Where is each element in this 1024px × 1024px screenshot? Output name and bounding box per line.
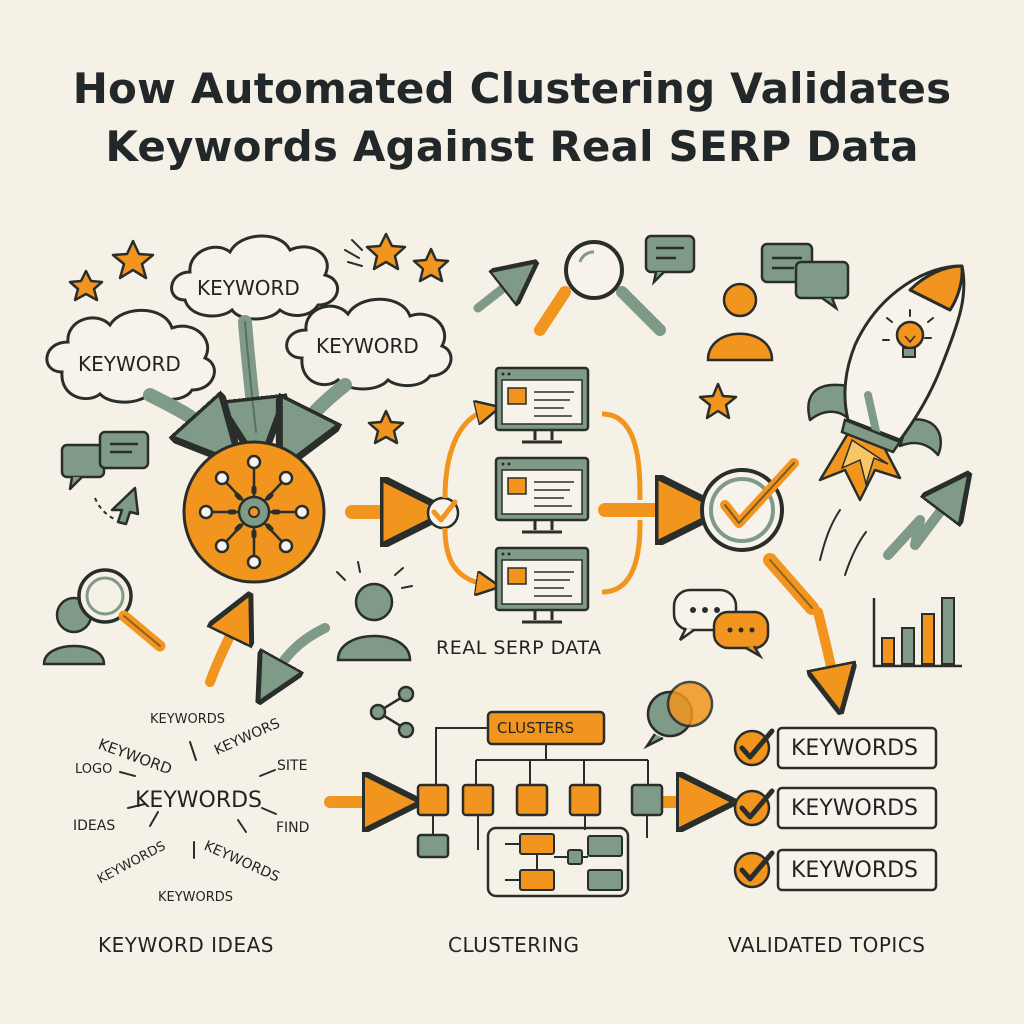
caption-clustering: CLUSTERING: [448, 933, 580, 957]
zigzag-arrow-icon: [883, 492, 955, 560]
monitor-icon: [494, 456, 590, 534]
star-icon: [68, 269, 104, 302]
chat-bubble-icon: [760, 242, 850, 312]
cloud-icon: [45, 308, 216, 404]
cloud-label: KEYWORD: [316, 334, 419, 358]
star-icon: [111, 239, 155, 280]
lightbulb-icon: [882, 309, 934, 358]
validated-keyword-label: KEYWORDS: [791, 796, 919, 821]
validated-item: [733, 848, 938, 892]
share-icon: [369, 685, 415, 739]
check-icon: [426, 496, 460, 530]
validated-keyword-label: KEYWORDS: [791, 736, 919, 761]
keyword-word: KEYWORDS: [150, 712, 226, 727]
chat-bubble-icon: [60, 430, 150, 491]
check-icon: [720, 458, 799, 528]
keyword-word: LOGO: [75, 762, 113, 777]
magnifier-icon: [700, 468, 819, 615]
title-line-1: How Automated Clustering Validates: [72, 64, 952, 113]
magnifier-icon: [77, 568, 166, 652]
user-icon: [706, 282, 774, 362]
chat-bubble-icon: [672, 588, 770, 660]
star-icon: [698, 382, 738, 420]
keyword-word: SITE: [277, 758, 308, 774]
keyword-word: KEYWORDS: [158, 890, 234, 905]
user-icon: [42, 596, 106, 666]
cloud-label: KEYWORD: [197, 276, 300, 300]
keyword-word: IDEAS: [73, 818, 116, 834]
validated-item: [733, 726, 938, 770]
caption-validated-topics: VALIDATED TOPICS: [728, 933, 926, 957]
title-line-2: Keywords Against Real SERP Data: [105, 122, 919, 171]
monitor-icon: [494, 366, 590, 444]
validated-keyword-label: KEYWORDS: [791, 858, 919, 883]
cursor-icon: [94, 486, 140, 526]
keyword-word: KEYWORDS: [135, 788, 263, 813]
star-icon: [365, 232, 407, 271]
caption-keyword-ideas: KEYWORD IDEAS: [98, 933, 274, 957]
magnifier-icon: [534, 240, 666, 336]
cluster-tree: [416, 710, 664, 898]
validated-item: [733, 786, 938, 830]
keyword-word: FIND: [276, 820, 310, 836]
star-icon: [367, 409, 405, 445]
chat-bubble-icon: [644, 234, 696, 286]
user-icon: [336, 561, 413, 662]
monitor-icon: [494, 546, 590, 624]
chat-bubble-icon: [643, 680, 714, 750]
cloud-label: KEYWORD: [78, 352, 181, 376]
bar-chart-icon: [872, 597, 962, 668]
serp-label: REAL SERP DATA: [436, 637, 602, 659]
hub-gear-icon: [182, 440, 326, 584]
star-icon: [412, 247, 450, 283]
clusters-label: CLUSTERS: [497, 719, 575, 737]
